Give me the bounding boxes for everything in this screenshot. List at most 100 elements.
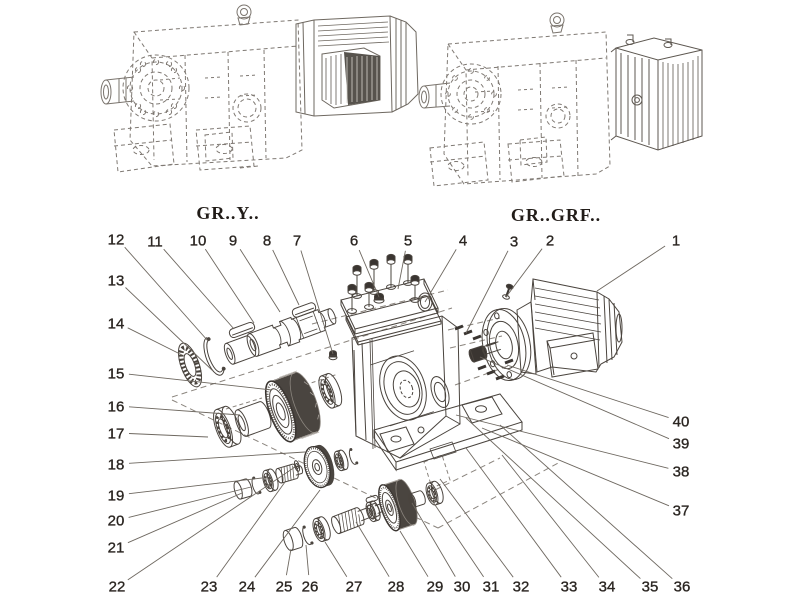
part-number-31: 31 [483,579,500,596]
part-number-36: 36 [674,579,691,596]
bearing-27 [312,516,331,543]
part-number-16: 16 [108,399,125,416]
input-shaft [246,308,337,357]
part-number-3: 3 [510,234,518,251]
leader-line-11 [163,248,235,330]
part-number-21: 21 [108,540,125,557]
leader-line-33 [465,447,562,578]
leader-line-8 [272,249,300,306]
key-output [365,494,379,504]
part-number-5: 5 [404,233,412,250]
leader-line-9 [239,248,281,313]
circlip-gear2 [348,448,359,465]
leader-line-36 [499,424,673,580]
leader-line-15 [128,373,273,391]
part-number-29: 29 [427,579,444,596]
leader-line-38 [455,414,669,469]
part-number-28: 28 [388,579,405,596]
part-number-4: 4 [459,233,467,250]
variant-label-gry: GR..Y.. [196,203,259,223]
part-number-1: 1 [672,233,680,250]
leader-line-29 [399,530,429,577]
leader-line-20 [128,486,252,518]
part-number-9: 9 [229,233,237,250]
bearing-31 [425,480,444,506]
gear-reducer-grf-drawing [418,12,703,187]
bearing-gear2 [333,449,349,472]
gear-housing [328,253,523,472]
sleeve-10 [223,335,257,365]
part-number-39: 39 [673,436,690,453]
part-number-26: 26 [302,579,319,596]
motor-body [516,278,623,378]
leader-line-26 [305,544,310,576]
housing-base [373,393,523,472]
leader-line-13 [125,287,214,372]
input-shaft-parts [177,302,337,388]
variant-label-grgrf: GR..GRF.. [511,205,601,225]
part-number-8: 8 [263,233,271,250]
leader-line-35 [465,417,641,579]
gear-3 [378,478,418,532]
part-number-27: 27 [346,579,363,596]
leader-line-10 [204,248,255,324]
vent-plug [328,350,338,361]
circlip-26 [302,525,314,546]
bearing-gear1 [318,372,343,409]
part-number-32: 32 [513,579,530,596]
part-number-38: 38 [673,464,690,481]
motor-flange [481,307,532,381]
part-number-7: 7 [293,233,301,250]
part-number-13: 13 [108,273,125,290]
leader-line-30 [411,502,456,577]
part-number-22: 22 [109,579,126,596]
bearing-19 [262,468,279,493]
key-2 [291,302,317,318]
part-number-17: 17 [108,426,125,443]
motor [468,278,623,381]
part-number-37: 37 [673,503,690,520]
part-number-2: 2 [546,233,554,250]
part-number-30: 30 [454,579,471,596]
leader-line-2 [505,248,543,298]
part-number-14: 14 [108,316,125,333]
leader-line-28 [355,521,390,577]
part-number-15: 15 [108,366,125,383]
leader-line-18 [128,451,306,464]
part-number-11: 11 [147,234,163,251]
housing-body [328,315,461,459]
leader-line-39 [479,356,670,440]
part-number-25: 25 [276,579,293,596]
part-number-40: 40 [673,414,690,431]
leader-line-40 [506,364,669,419]
second-stage-parts [233,444,359,500]
part-number-12: 12 [108,232,125,249]
end-cap-25 [282,526,304,552]
output-shaft-parts [282,478,444,552]
leader-line-6 [358,249,380,298]
part-number-10: 10 [190,233,207,250]
leader-line-34 [501,454,600,578]
leader-line-37 [481,427,670,507]
part-number-35: 35 [642,579,659,596]
leader-line-5 [397,250,406,290]
oil-plug [373,292,385,304]
leader-line-19 [128,477,263,495]
seal-ring [417,292,433,312]
washer-22 [293,460,301,472]
leader-line-22 [127,466,296,581]
key-1 [228,321,256,339]
leader-line-25 [285,548,292,576]
part-number-24: 24 [239,579,256,596]
part-number-19: 19 [108,488,125,505]
flange-studs [454,324,514,381]
leader-line-21 [127,492,243,544]
part-number-34: 34 [599,579,616,596]
housing-cover [340,278,442,346]
leader-line-12 [124,246,209,342]
leader-line-17 [128,433,209,438]
leader-line-4 [424,249,457,303]
